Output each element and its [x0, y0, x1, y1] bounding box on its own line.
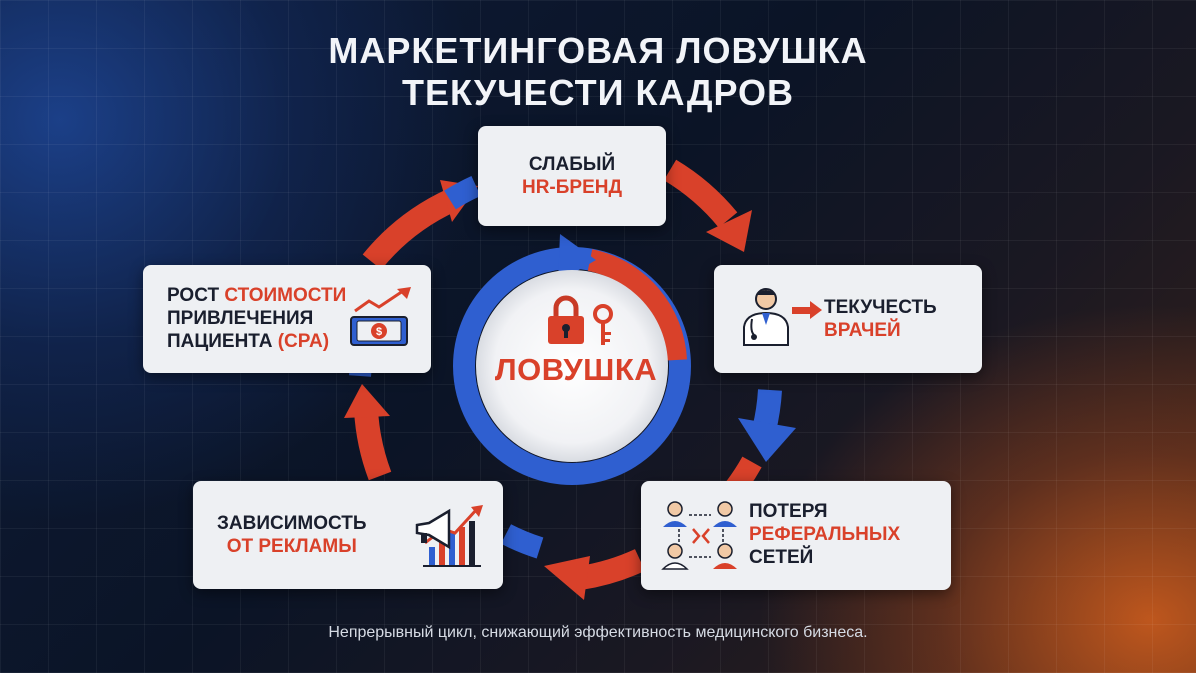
card-referral-line1: ПОТЕРЯ [749, 501, 828, 522]
megaphone-chart-icon [415, 505, 483, 567]
card-cpa-growth: РОСТ СТОИМОСТИ ПРИВЛЕЧЕНИЯ ПАЦИЕНТА (CPA… [143, 265, 431, 373]
arrow-head-ads-to-cpa [344, 384, 390, 418]
card-turnover-line1: ТЕКУЧЕСТЬ [824, 297, 937, 318]
svg-text:$: $ [376, 326, 382, 338]
center-trap-label: ЛОВУШКА [494, 352, 658, 387]
lock-icon [548, 295, 584, 344]
card-ads-line2: ОТ РЕКЛАМЫ [226, 535, 357, 557]
arrow-head-referral-to-ads [544, 556, 590, 600]
card-referral-line2: РЕФЕРАЛЬНЫХ [749, 523, 901, 545]
title-line-2: ТЕКУЧЕСТИ КАДРОВ [401, 72, 795, 113]
doctor-arrow-icon [743, 288, 822, 346]
arrow-ads-to-cpa [354, 409, 392, 481]
arrow-head-turnover-to-referral [738, 418, 796, 462]
card-referral-loss: ПОТЕРЯ РЕФЕРАЛЬНЫХ СЕТЕЙ [641, 481, 951, 590]
broken-network-icon [661, 501, 737, 570]
card-hr-line2: HR-БРЕНД [521, 176, 623, 198]
card-ads-line1: ЗАВИСИМОСТЬ [217, 513, 367, 534]
card-hr-line1: СЛАБЫЙ [528, 154, 616, 175]
arrow-top-blue [444, 175, 481, 210]
card-ads-dependency: ЗАВИСИМОСТЬ ОТ РЕКЛАМЫ [193, 481, 503, 589]
card-weak-hr-brand: СЛАБЫЙ HR-БРЕНД [478, 126, 666, 226]
card-referral-line3: СЕТЕЙ [749, 546, 814, 568]
card-cpa-line1b: СТОИМОСТИ [224, 285, 347, 306]
key-icon [593, 304, 613, 345]
card-doctor-turnover: ТЕКУЧЕСТЬ ВРАЧЕЙ [714, 265, 982, 373]
card-cpa-line1a: РОСТ [167, 285, 220, 306]
arrow-ads-blue [500, 524, 544, 559]
card-cpa-line2: ПРИВЛЕЧЕНИЯ [167, 307, 314, 329]
inner-ring-arrow-head [558, 234, 596, 282]
arrow-cpa-to-hr [362, 189, 458, 270]
inner-ring-red [587, 249, 687, 361]
arrow-hr-to-turnover [663, 159, 738, 228]
money-growth-icon: $ [350, 287, 411, 346]
arrow-head-hr-to-turnover [706, 210, 752, 252]
card-cpa-line3a: ПАЦИЕНТА [167, 330, 273, 352]
title-line-1: МАРКЕТИНГОВАЯ ЛОВУШКА [328, 30, 868, 71]
inner-disc [476, 270, 668, 462]
card-turnover-line2: ВРАЧЕЙ [824, 319, 901, 341]
card-cpa-line3b: (CPA) [277, 330, 330, 352]
footer-caption: Непрерывный цикл, снижающий эффективност… [328, 624, 868, 641]
